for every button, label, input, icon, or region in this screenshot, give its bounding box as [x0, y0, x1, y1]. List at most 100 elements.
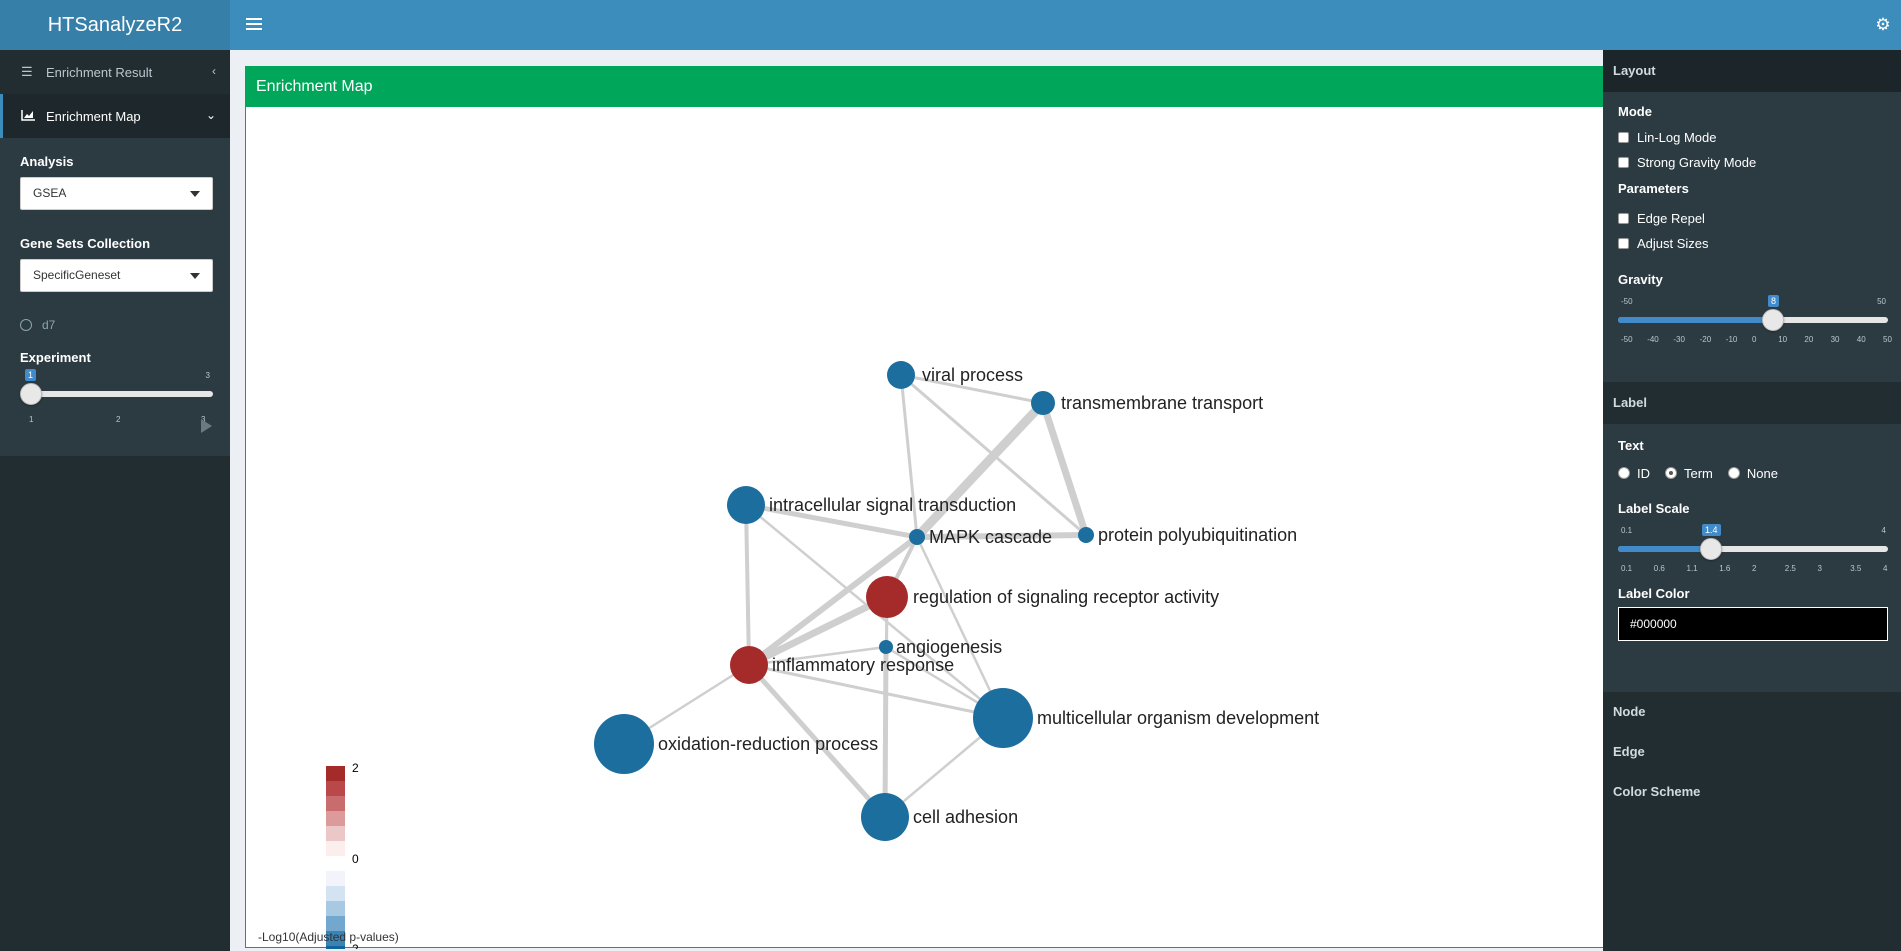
graph-edge[interactable]: [916, 532, 1087, 540]
edge-repel-checkbox[interactable]: Edge Repel: [1618, 206, 1886, 231]
sidebar: ☰ Enrichment Result ‹ Enrichment Map ⌄ A…: [0, 50, 230, 951]
lin-log-mode-checkbox[interactable]: Lin-Log Mode: [1618, 125, 1886, 150]
slider-tick: 50: [1883, 335, 1892, 344]
time-point-value: d7: [42, 318, 56, 332]
color-scheme-section-header[interactable]: Color Scheme: [1613, 784, 1701, 799]
experiment-slider-handle[interactable]: [20, 383, 42, 405]
graph-node-inflam[interactable]: [730, 646, 768, 684]
graph-node-cell[interactable]: [861, 793, 909, 841]
text-radio-group: ID Term None: [1618, 459, 1886, 487]
legend-swatch: [326, 841, 345, 856]
checkbox-icon[interactable]: [1618, 213, 1629, 224]
gene-sets-collection-select[interactable]: SpecificGeneset: [20, 259, 213, 292]
checkbox-icon[interactable]: [1618, 132, 1629, 143]
graph-edge[interactable]: [913, 399, 1047, 541]
node-section-header[interactable]: Node: [1613, 704, 1646, 719]
gravity-slider-handle[interactable]: [1762, 309, 1784, 331]
radio-label: None: [1746, 465, 1778, 481]
analysis-select[interactable]: GSEA: [20, 177, 213, 210]
radio-selected-icon[interactable]: [1665, 467, 1677, 479]
graph-edge[interactable]: [748, 645, 887, 667]
mode-label: Mode: [1618, 104, 1652, 119]
graph-node-angio[interactable]: [879, 640, 893, 654]
table-list-icon: ☰: [21, 64, 33, 79]
checkbox-label: Adjust Sizes: [1637, 236, 1709, 251]
graph-node-protein[interactable]: [1078, 527, 1094, 543]
layout-section-header[interactable]: Layout: [1603, 50, 1901, 92]
legend-swatch: [326, 856, 345, 871]
text-option-none[interactable]: None: [1727, 465, 1778, 481]
sidebar-item-enrichment-map[interactable]: Enrichment Map ⌄: [0, 94, 230, 138]
graph-edge[interactable]: [747, 663, 887, 819]
sidebar-item-label: Enrichment Result: [46, 64, 153, 80]
graph-node-label: multicellular organism development: [1037, 708, 1319, 728]
graph-edge[interactable]: [900, 373, 1044, 405]
graph-node-transm[interactable]: [1031, 391, 1055, 415]
adjust-sizes-checkbox[interactable]: Adjust Sizes: [1618, 231, 1886, 256]
play-icon[interactable]: [201, 419, 212, 433]
graph-node-oxid[interactable]: [594, 714, 654, 774]
gravity-slider-max: 50: [1877, 297, 1886, 306]
label-scale-slider-track[interactable]: [1618, 546, 1888, 552]
graph-edge[interactable]: [882, 646, 889, 818]
checkbox-icon[interactable]: [1618, 238, 1629, 249]
gears-icon[interactable]: ⚙: [1875, 15, 1891, 34]
slider-tick: 4: [1883, 564, 1888, 573]
graph-edge[interactable]: [745, 502, 918, 540]
graph-node-label: angiogenesis: [896, 637, 1002, 657]
checkbox-label: Edge Repel: [1637, 211, 1705, 226]
checkbox-icon[interactable]: [1618, 157, 1629, 168]
label-section: Text ID Term None Label Scale 0.1 4 1.4 …: [1603, 424, 1901, 692]
sidebar-item-enrichment-result[interactable]: ☰ Enrichment Result ‹: [0, 50, 230, 94]
graph-edge[interactable]: [899, 374, 919, 538]
gravity-slider-min: -50: [1621, 297, 1633, 306]
graph-node-label: cell adhesion: [913, 807, 1018, 827]
graph-edge[interactable]: [747, 593, 889, 669]
experiment-slider-track[interactable]: [25, 391, 213, 397]
sidebar-toggle-icon[interactable]: [244, 15, 264, 35]
radio-icon[interactable]: [1618, 467, 1630, 479]
caret-down-icon: [190, 191, 200, 197]
legend-swatch: [326, 946, 345, 949]
graph-node-intra[interactable]: [727, 486, 765, 524]
slider-tick: 1.1: [1686, 564, 1698, 573]
legend-mid-label: 0: [352, 852, 359, 866]
graph-edge[interactable]: [915, 536, 1005, 719]
label-color-input[interactable]: #000000: [1618, 607, 1888, 641]
clock-icon: [20, 319, 32, 331]
area-chart-icon: [21, 109, 37, 124]
analysis-label: Analysis: [20, 154, 74, 169]
slider-tick: 1.6: [1719, 564, 1731, 573]
legend-swatch: [326, 796, 345, 811]
legend-swatch: [326, 916, 345, 931]
graph-node-mapk[interactable]: [909, 529, 925, 545]
gravity-slider-value: 8: [1768, 295, 1780, 307]
graph-edge[interactable]: [1039, 401, 1090, 537]
enrichment-map-controls: Analysis GSEA Gene Sets Collection Speci…: [0, 138, 230, 456]
text-option-id[interactable]: ID: [1618, 466, 1650, 481]
slider-tick: 2.5: [1784, 564, 1796, 573]
slider-tick: 1: [29, 415, 34, 424]
text-option-term[interactable]: Term: [1665, 466, 1713, 481]
app-logo[interactable]: HTSanalyzeR2: [0, 0, 230, 50]
sidebar-item-label: Enrichment Map: [46, 108, 141, 124]
graph-node-viral[interactable]: [887, 361, 915, 389]
strong-gravity-mode-checkbox[interactable]: Strong Gravity Mode: [1618, 150, 1886, 175]
graph-edge[interactable]: [748, 663, 1004, 720]
graph-node-regul[interactable]: [866, 576, 908, 618]
slider-tick: -30: [1673, 335, 1685, 344]
label-section-header[interactable]: Label: [1603, 382, 1901, 424]
experiment-slider[interactable]: 1 3 1 2 3: [20, 367, 213, 437]
label-scale-slider-handle[interactable]: [1700, 538, 1722, 560]
slider-tick: 0.6: [1653, 564, 1665, 573]
graph-edge[interactable]: [747, 534, 919, 668]
graph-edge[interactable]: [744, 504, 751, 666]
top-navbar: ⚙: [230, 0, 1901, 50]
slider-tick: 3.5: [1850, 564, 1862, 573]
graph-node-multi[interactable]: [973, 688, 1033, 748]
edge-section-header[interactable]: Edge: [1613, 744, 1645, 759]
radio-icon[interactable]: [1727, 467, 1740, 479]
